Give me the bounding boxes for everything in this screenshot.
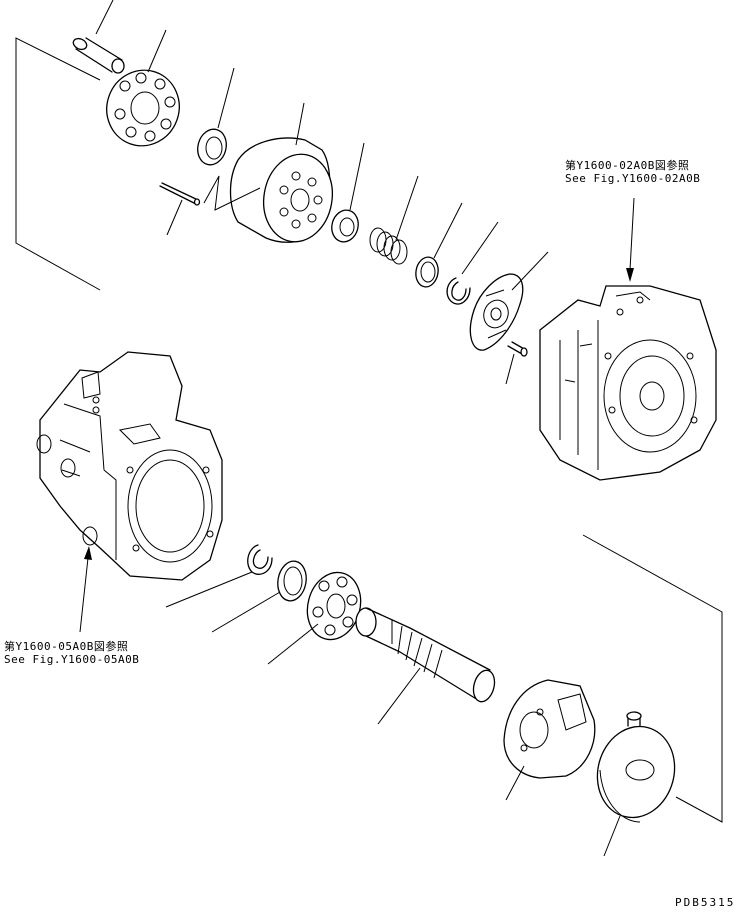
- rear-housing-reference: 第Y1600-02A0B図参照 See Fig.Y1600-02A0B: [565, 159, 700, 185]
- rear-housing-arrow: [626, 197, 635, 282]
- washer-part: [415, 202, 463, 288]
- piston-part: [72, 0, 125, 74]
- front-housing-assembly: [36, 351, 223, 581]
- figure-code: PDB5315: [675, 896, 736, 909]
- guide-part: [197, 67, 235, 166]
- frame-bracket-top: [15, 37, 101, 291]
- drive-shaft-part: [355, 607, 496, 725]
- lower-washer-part: [211, 560, 307, 633]
- frame-bracket-bottom: [582, 534, 723, 823]
- front-housing-arrow: [79, 546, 92, 633]
- rear-housing-reference-en: See Fig.Y1600-02A0B: [565, 172, 701, 185]
- retainer-plate-part: [106, 29, 180, 147]
- cylinder-block-part: [229, 102, 333, 243]
- cover-part: [596, 711, 676, 857]
- front-housing-reference-jp: 第Y1600-05A0B図参照: [4, 640, 129, 653]
- bearing-part: [267, 571, 362, 665]
- rear-housing-assembly: [539, 285, 717, 481]
- spring-part: [369, 175, 419, 265]
- spacer-part: [331, 142, 365, 243]
- front-housing-reference: 第Y1600-05A0B図参照 See Fig.Y1600-05A0B: [4, 640, 139, 666]
- front-housing-reference-en: See Fig.Y1600-05A0B: [4, 653, 140, 666]
- swash-plate-part: [503, 679, 596, 801]
- valve-plate-part: [469, 251, 549, 351]
- valve-pin-part: [505, 341, 528, 385]
- snap-ring-part: [446, 221, 499, 305]
- rear-housing-reference-jp: 第Y1600-02A0B図参照: [565, 159, 690, 172]
- pin-part: [159, 175, 261, 236]
- lower-snap-ring-part: [165, 544, 273, 608]
